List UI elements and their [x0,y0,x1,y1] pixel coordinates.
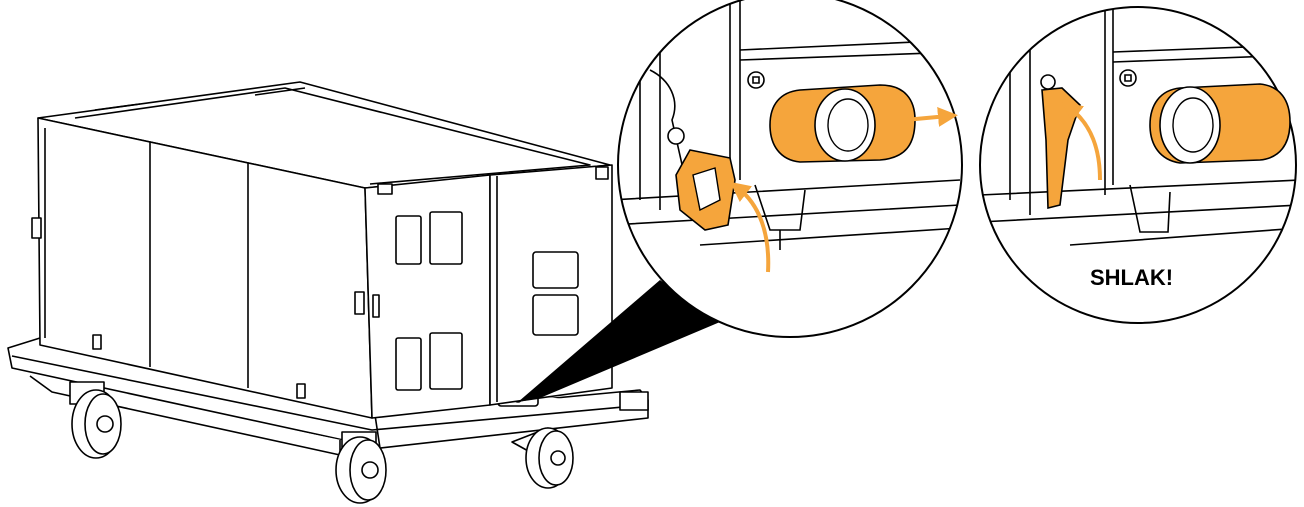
detail-view-before [617,0,963,338]
callout-pointer [518,280,720,402]
detail-view-after: SHLAK! [979,6,1297,324]
straight-arrow-icon [904,106,958,127]
cabinet-body [31,81,613,419]
caster-wheels [69,381,649,504]
curved-arrow-icon [1062,101,1102,181]
sound-effect-label: SHLAK! [1090,265,1173,290]
curved-arrow-icon [730,181,771,273]
speaker-cabinet-on-cart [7,81,649,504]
